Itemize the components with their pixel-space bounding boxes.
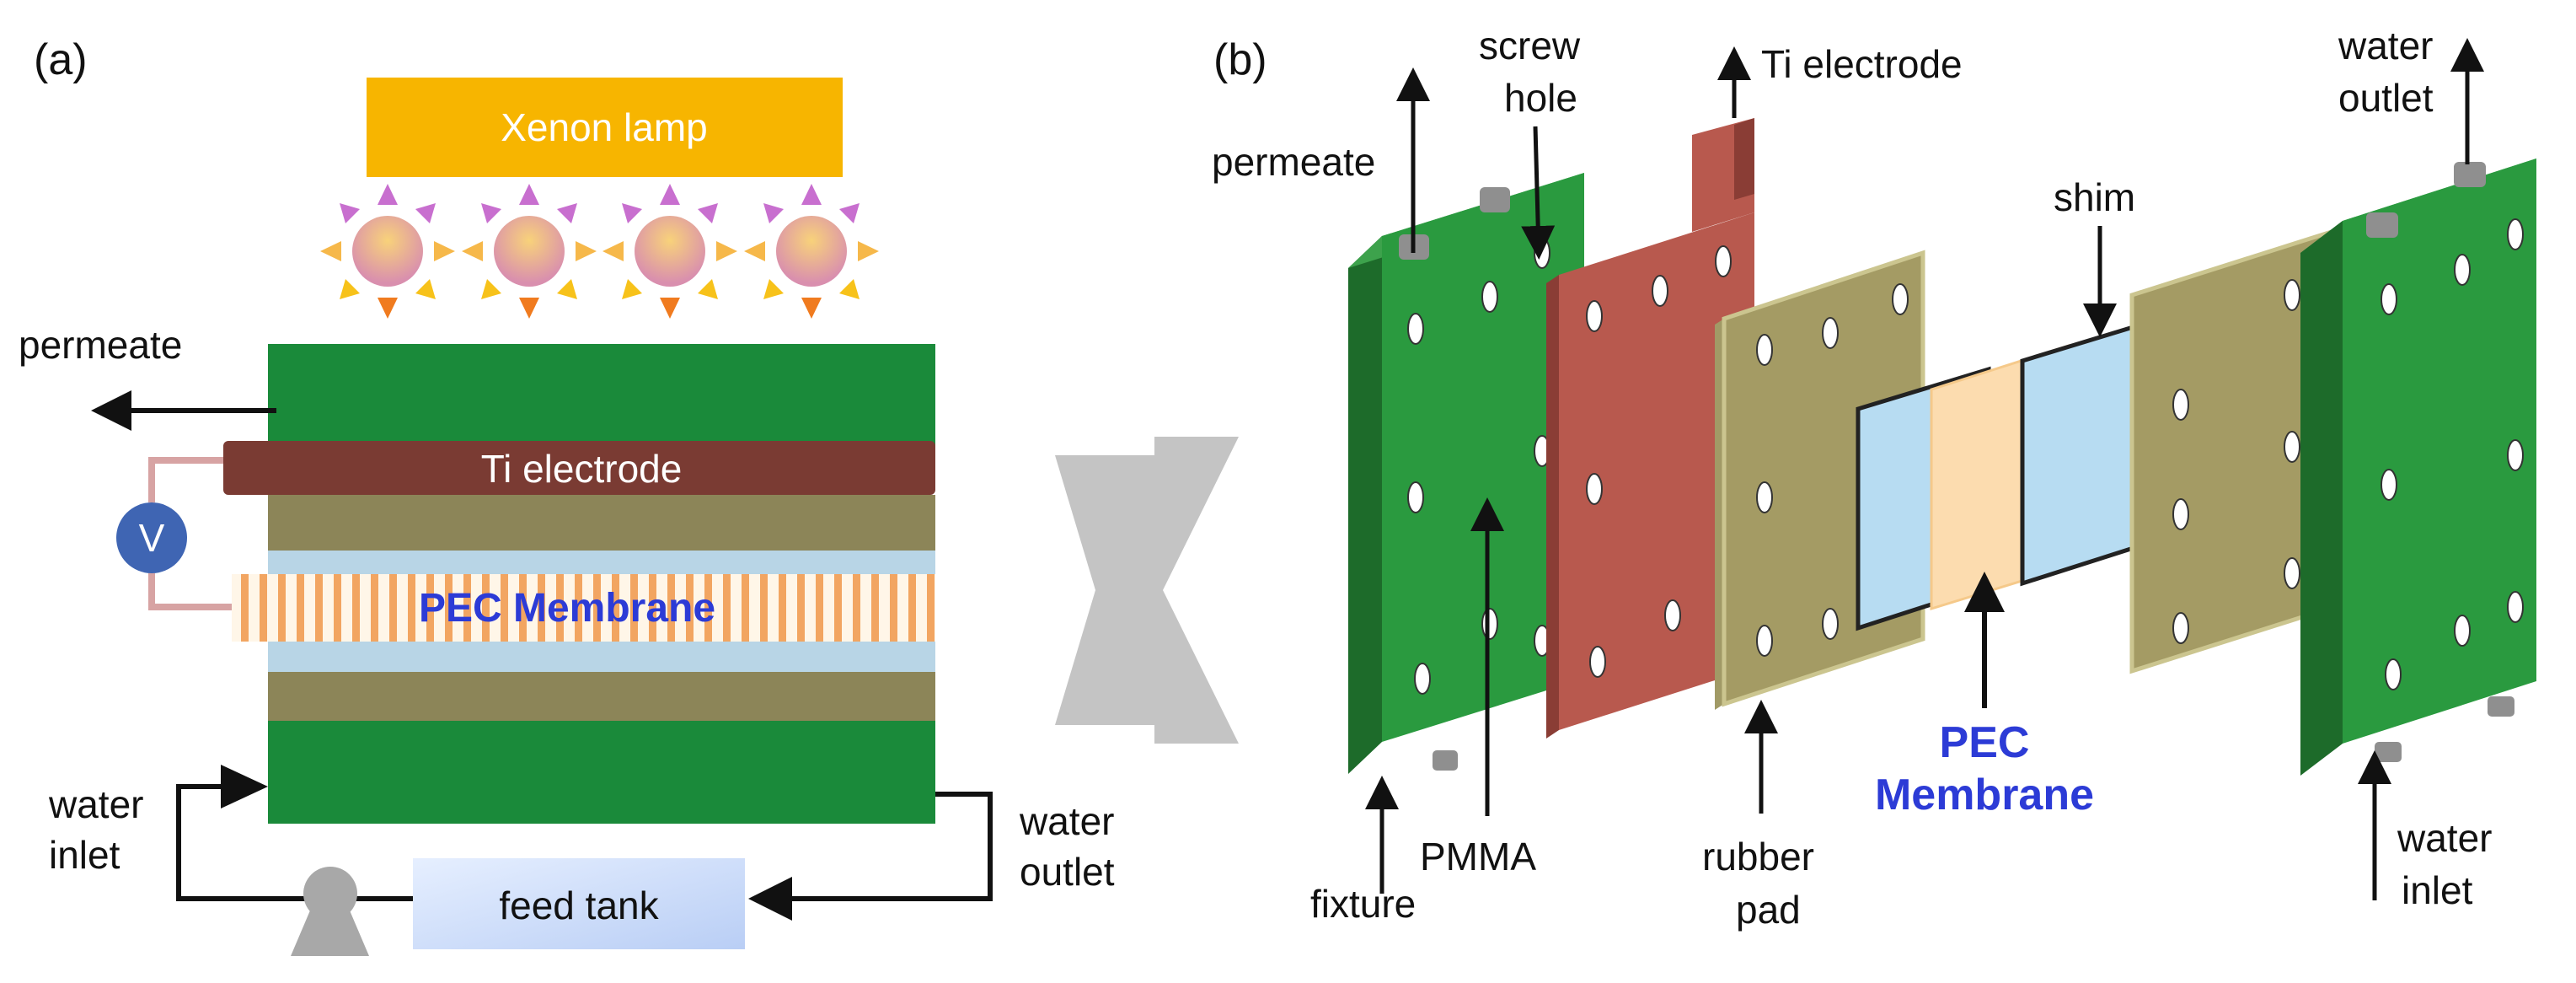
rubber-pad-left-window <box>1793 0 1891 84</box>
water-inlet-label-line2: inlet <box>49 833 120 877</box>
lamp-label: Xenon lamp <box>501 105 708 149</box>
panel-a-label: (a) <box>34 35 88 84</box>
screw-hole-label-line2: hole <box>1504 76 1577 120</box>
rubber-pad-right <box>2129 226 2342 674</box>
water-inlet-label-b-line2: inlet <box>2402 868 2473 912</box>
ti-electrode-plate <box>1546 0 1754 739</box>
feed-tank <box>413 858 745 949</box>
water-outlet-label-line1: water <box>1019 799 1114 843</box>
cell-stack: Ti electrode PEC Membrane <box>223 344 935 824</box>
pec-membrane-bar <box>232 574 935 642</box>
screw-hole-label-line1: screw <box>1479 24 1581 67</box>
water-outlet-label-b-line2: outlet <box>2338 76 2434 120</box>
rubber-pad-label-line2: pad <box>1736 888 1801 932</box>
water-inlet-label-line1: water <box>48 782 143 826</box>
top-fixture <box>268 344 935 452</box>
water-loop: feed tank water inlet water outlet <box>48 765 1115 956</box>
fixture-label: fixture <box>1310 882 1416 926</box>
xenon-lamp: Xenon lamp <box>367 78 843 177</box>
screw-hole-arrow <box>1521 126 1556 260</box>
ti-electrode-bar <box>223 441 935 495</box>
pump-icon <box>291 867 369 956</box>
inlet-arrowhead <box>221 765 268 808</box>
voltmeter-circuit: V <box>116 457 232 610</box>
ti-electrode-label: Ti electrode <box>481 447 683 491</box>
pec-membrane-label-b-line2: Membrane <box>1875 771 2094 819</box>
feed-tank-label: feed tank <box>499 884 659 927</box>
sun-icon <box>602 184 737 319</box>
voltmeter-icon <box>116 502 187 573</box>
shim-right <box>2020 322 2141 587</box>
pec-membrane-label-b-line1: PEC <box>1940 718 2030 767</box>
sun-icon <box>744 184 879 319</box>
panel-b-label: (b) <box>1213 35 1267 84</box>
water-inlet-label-b-line1: water <box>2397 816 2492 860</box>
bottom-fixture <box>268 721 935 824</box>
shim-bottom <box>268 642 935 672</box>
voltmeter-label: V <box>139 516 165 560</box>
panel-a: (a) Xenon lamp <box>19 35 1115 956</box>
rubber-pad-label-line1: rubber <box>1702 835 1814 878</box>
right-fixture <box>2300 158 2536 776</box>
pmma-label: PMMA <box>1420 835 1536 878</box>
rubber-pad-bottom <box>268 672 935 721</box>
ti-plate-window <box>1614 0 1708 105</box>
shim-top <box>268 551 935 574</box>
panel-b: (b) <box>1212 0 2536 932</box>
shim-label: shim <box>2054 175 2135 219</box>
water-outlet-label-b-line1: water <box>2338 24 2433 67</box>
panel-b-annotations: permeate screw hole Ti electrode water o… <box>1212 24 2492 932</box>
water-outlet-label-line2: outlet <box>1020 850 1115 894</box>
left-fixture <box>1348 0 1584 774</box>
lamp-body <box>367 78 843 177</box>
permeate-label: permeate <box>19 323 182 367</box>
rubber-pad-top <box>268 495 935 551</box>
light-sources <box>320 184 879 319</box>
permeate-label-b: permeate <box>1212 140 1375 184</box>
pec-membrane-label: PEC Membrane <box>419 586 715 631</box>
sun-icon <box>462 184 597 319</box>
outlet-arrowhead <box>748 877 792 921</box>
sun-icon <box>320 184 455 319</box>
left-fixture-window <box>1433 0 1530 119</box>
transition-arrow-icon <box>1055 437 1239 744</box>
ti-electrode-label-b: Ti electrode <box>1761 42 1963 86</box>
